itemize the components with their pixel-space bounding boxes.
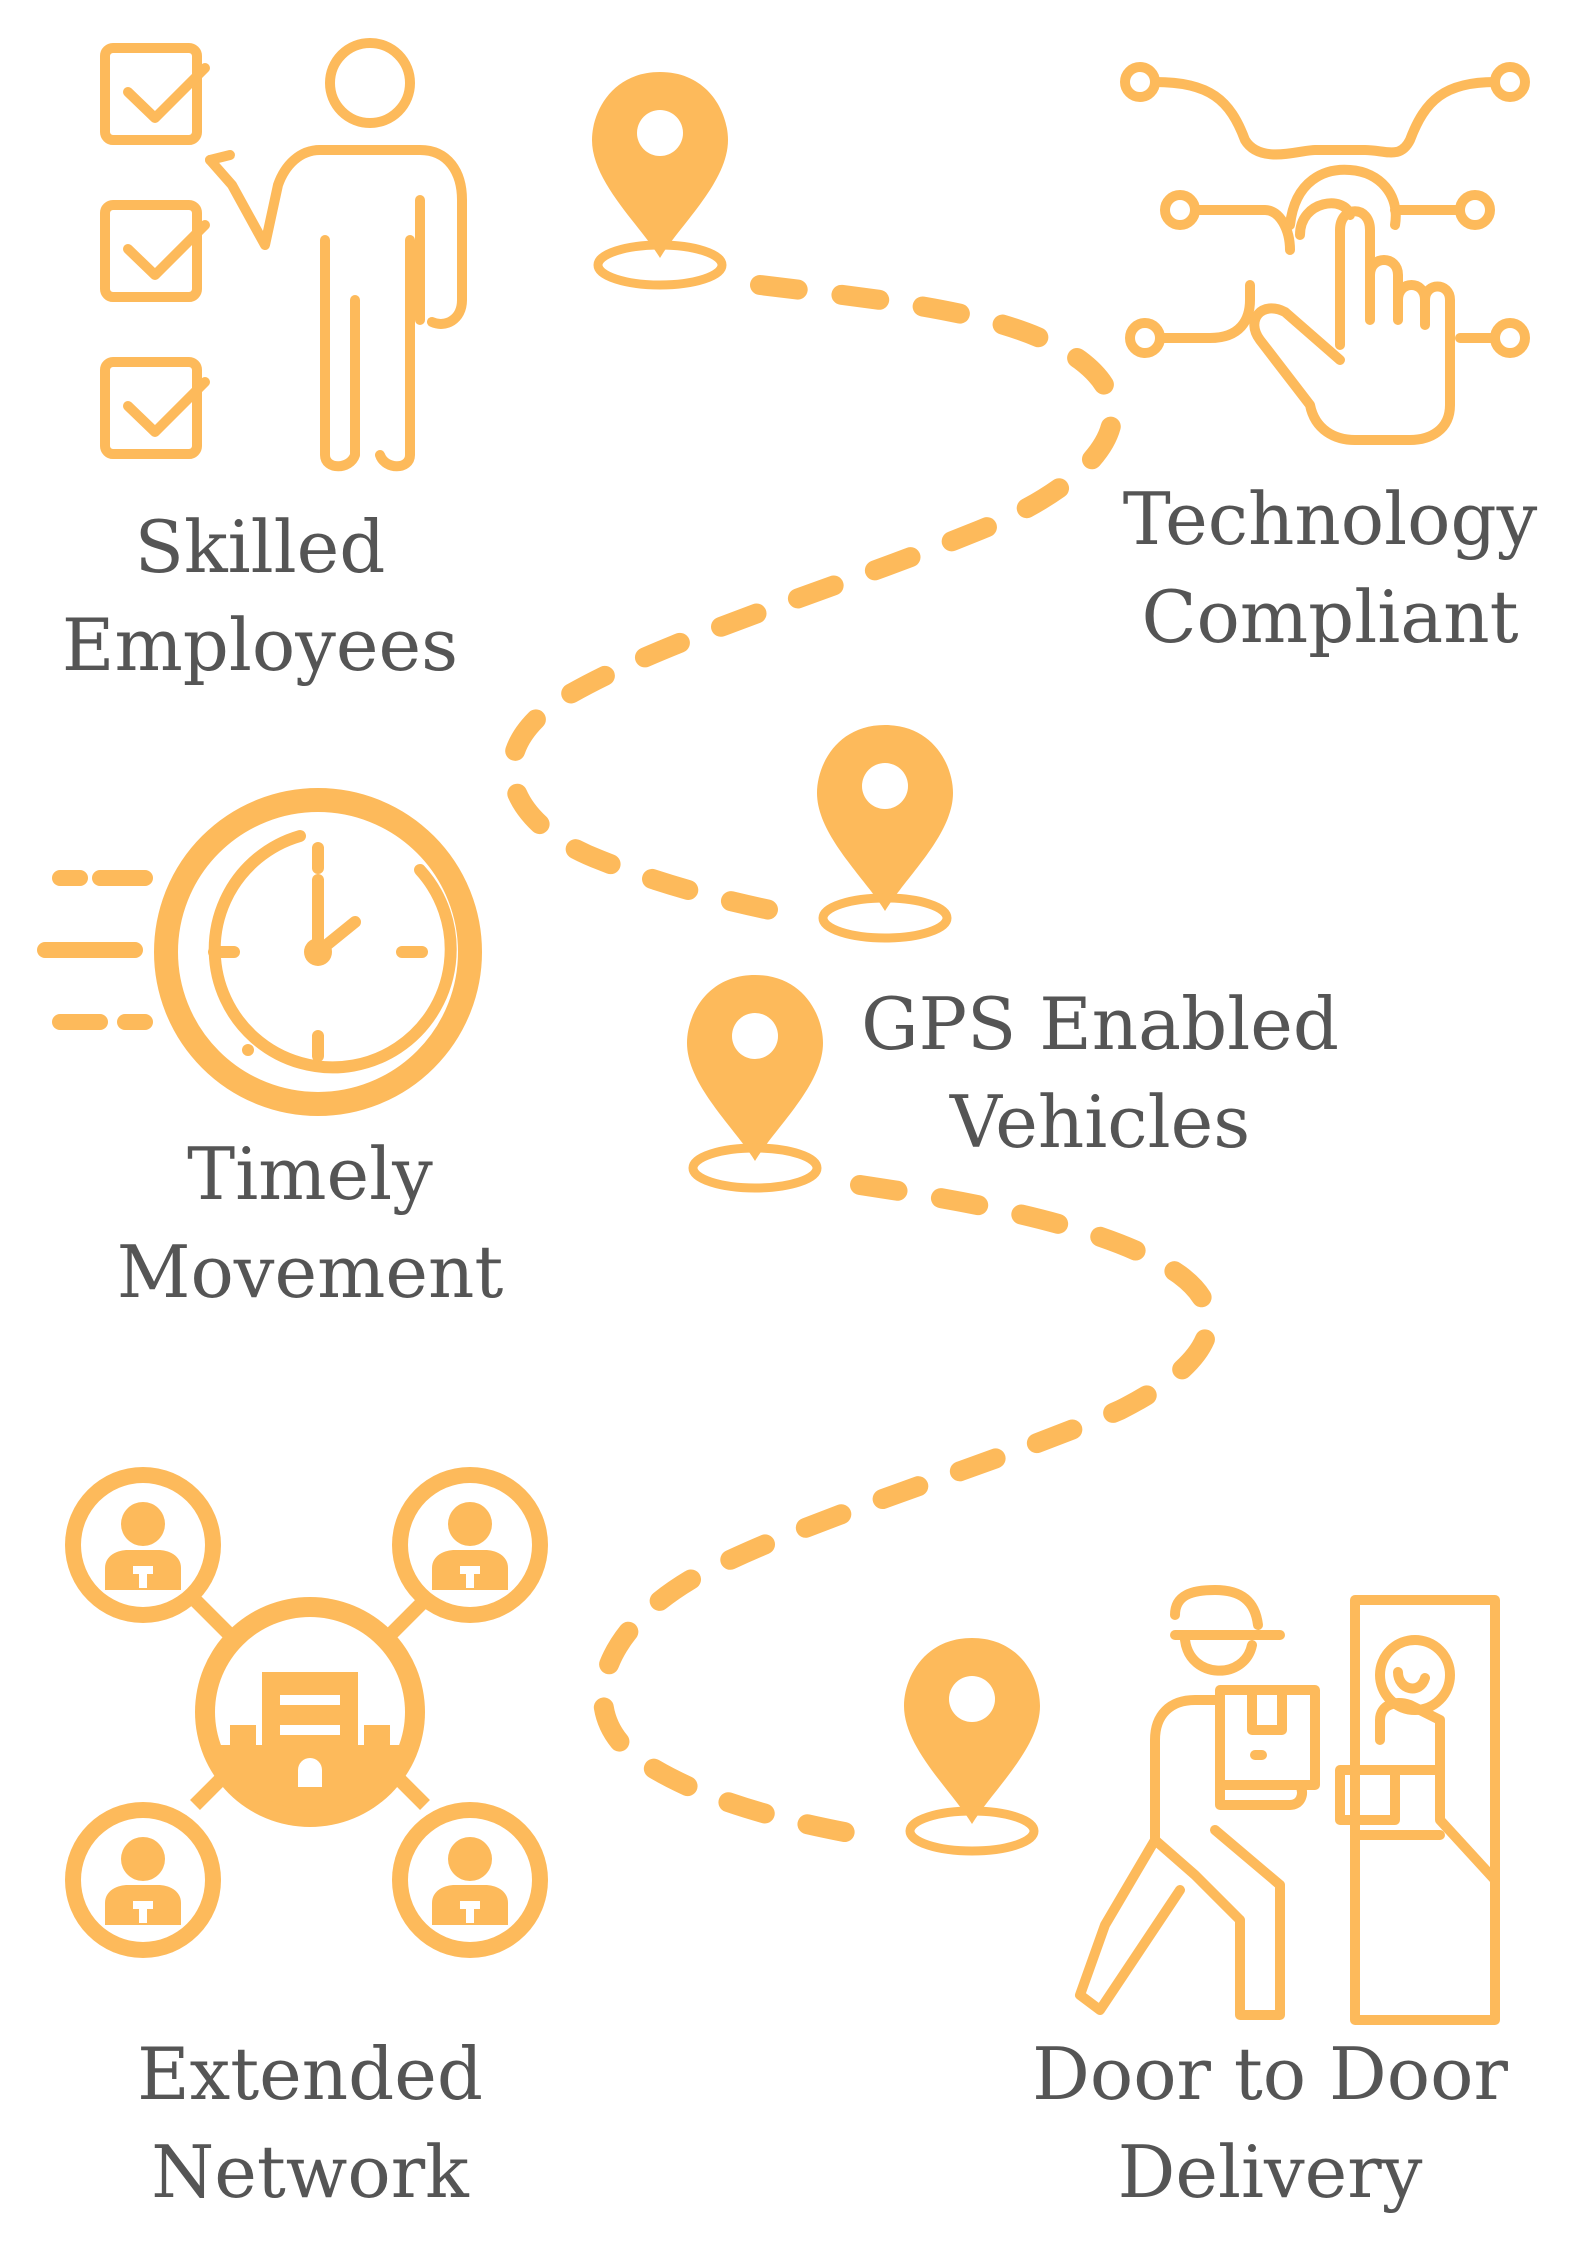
fast-clock-icon (37, 788, 482, 1116)
delivery-person-door-icon (1075, 1585, 1500, 2025)
label-line: Door to Door (1032, 2032, 1508, 2116)
people-network-icon (65, 1467, 548, 1958)
location-pin-icon (687, 975, 823, 1193)
label-skilled-employees: Skilled Employees (30, 498, 490, 694)
location-pin-icon (817, 725, 953, 943)
label-line: Technology (1122, 477, 1538, 561)
label-line: Extended (137, 2032, 483, 2116)
label-timely-movement: Timely Movement (80, 1125, 540, 1321)
label-line: Employees (61, 603, 459, 687)
label-line: Skilled (134, 505, 386, 589)
label-door-to-door-delivery: Door to Door Delivery (1010, 2025, 1530, 2221)
location-pin-icon (904, 1638, 1040, 1856)
label-gps-enabled-vehicles: GPS Enabled Vehicles (840, 975, 1360, 1171)
location-pin-icon (592, 72, 728, 290)
label-line: Timely (187, 1132, 433, 1216)
label-line: GPS Enabled (861, 982, 1339, 1066)
label-line: Delivery (1117, 2130, 1423, 2214)
label-line: Network (151, 2130, 469, 2214)
label-line: Compliant (1141, 575, 1519, 659)
touch-circuit-icon (1120, 62, 1530, 445)
route-path-top (502, 275, 1123, 920)
label-line: Vehicles (949, 1080, 1251, 1164)
label-technology-compliant: Technology Compliant (1090, 470, 1570, 666)
route-path-bottom (592, 1175, 1219, 1845)
presenter-checklist-icon (100, 38, 467, 472)
label-extended-network: Extended Network (80, 2025, 540, 2221)
label-line: Movement (116, 1230, 504, 1314)
